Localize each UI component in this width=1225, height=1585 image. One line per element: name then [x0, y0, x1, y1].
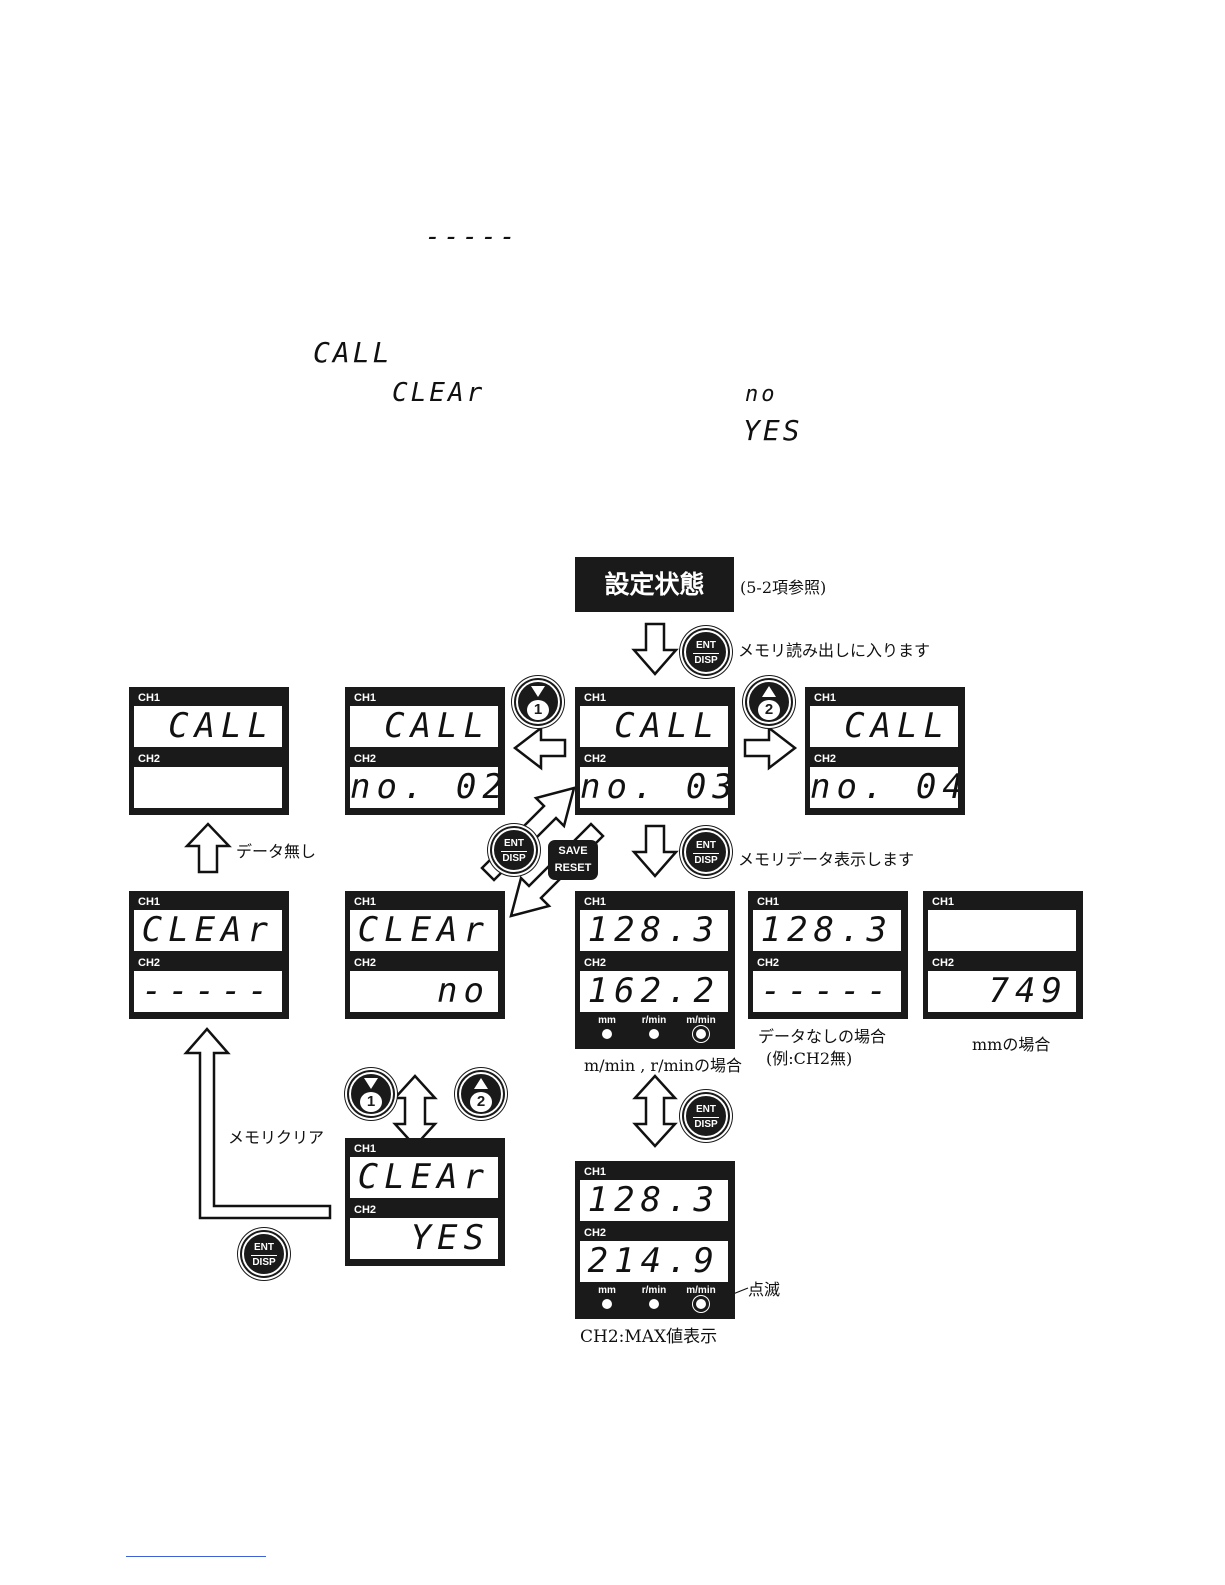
dashes-text: -----	[425, 222, 519, 252]
lcd-data-max: CH1 128.3 CH2 214.9 mm r/min m/min	[575, 1161, 735, 1319]
ch1-display: CALL	[350, 706, 498, 747]
unit-mm-label: mm	[598, 1285, 616, 1296]
lcd-clear-dash: CH1 CLEAr CH2 -----	[129, 891, 289, 1019]
ch1-display: 128.3	[753, 910, 901, 951]
down-1-button[interactable]: 1	[512, 676, 564, 728]
ch2-display: 749	[928, 971, 1076, 1012]
lcd-data-nodata: CH1 128.3 CH2 -----	[748, 891, 908, 1019]
lcd-call-blank: CH1 CALL CH2	[129, 687, 289, 815]
title-note: (5-2項参照)	[740, 578, 827, 597]
ch1-display	[928, 910, 1076, 951]
rmin-led	[649, 1029, 659, 1039]
no-text: no	[745, 382, 778, 407]
ch1-display: CALL	[580, 706, 728, 747]
up-2-button[interactable]: 2	[743, 676, 795, 728]
mmin-led-blinking	[696, 1299, 706, 1309]
note-memory-clear: メモリクリア	[228, 1128, 325, 1147]
mm-led	[602, 1299, 612, 1309]
ch1-display: CLEAr	[350, 910, 498, 951]
memory-clear-arrow-icon	[183, 1027, 332, 1220]
note-blink: 点滅	[748, 1280, 781, 1299]
rmin-led	[649, 1299, 659, 1309]
unit-mmin-label: m/min	[686, 1285, 716, 1296]
ch1-display: CLEAr	[134, 910, 282, 951]
unit-rmin-label: r/min	[641, 1285, 667, 1296]
ch2-display	[134, 767, 282, 808]
lcd-data-mm: CH1 CH2 749	[923, 891, 1083, 1019]
ch1-display: CLEAr	[350, 1157, 498, 1198]
lcd-call-02: CH1 CALL CH2 no. 02	[345, 687, 505, 815]
footer-rule	[126, 1556, 266, 1557]
lcd-clear-no: CH1 CLEAr CH2 no	[345, 891, 505, 1019]
unit-rmin-label: r/min	[641, 1015, 667, 1026]
down-arrow-icon	[631, 622, 679, 676]
ch1-display: CALL	[810, 706, 958, 747]
right-arrow-icon	[743, 725, 798, 771]
call-text: CALL	[313, 336, 393, 369]
ch2-display: no. 04	[810, 767, 958, 808]
left-arrow-icon	[512, 725, 567, 771]
save-label: SAVE	[558, 845, 588, 857]
up-2-button[interactable]: 2	[455, 1068, 507, 1120]
note-example: (例:CH2無)	[766, 1049, 853, 1068]
clear-text: CLEAr	[392, 378, 486, 408]
unit-indicators: mm r/min m/min	[575, 1285, 735, 1315]
save-reset-button[interactable]: SAVE RESET	[548, 840, 598, 880]
double-arrow-icon	[392, 1074, 438, 1148]
double-arrow-icon	[632, 1074, 678, 1148]
note-mm-case: mmの場合	[972, 1035, 1051, 1054]
ch2-display: no	[350, 971, 498, 1012]
down-1-button[interactable]: 1	[345, 1068, 397, 1120]
ch1-display: CALL	[134, 706, 282, 747]
unit-mm-label: mm	[598, 1015, 616, 1026]
note-no-data-case: データなしの場合	[758, 1027, 887, 1046]
mmin-led-blinking	[696, 1029, 706, 1039]
note-enter-memory: メモリ読み出しに入ります	[738, 641, 931, 660]
note-show-data: メモリデータ表示します	[738, 850, 915, 869]
down-arrow-icon	[631, 824, 679, 878]
ch2-display: YES	[350, 1218, 498, 1259]
unit-indicators: mm r/min m/min	[575, 1015, 735, 1045]
lcd-clear-yes: CH1 CLEAr CH2 YES	[345, 1138, 505, 1266]
ch2-display: -----	[753, 971, 901, 1012]
up-arrow-icon	[184, 822, 232, 874]
lcd-call-03: CH1 CALL CH2 no. 03	[575, 687, 735, 815]
lcd-data-main: CH1 128.3 CH2 162.2 mm r/min m/min	[575, 891, 735, 1049]
note-no-data: データ無し	[236, 842, 317, 861]
ch2-display: no. 02	[350, 767, 498, 808]
ch2-display: 162.2	[580, 971, 728, 1012]
reset-label: RESET	[554, 862, 592, 874]
mm-led	[602, 1029, 612, 1039]
ch2-display: 214.9	[580, 1241, 728, 1282]
ch1-display: 128.3	[580, 1180, 728, 1221]
lcd-call-04: CH1 CALL CH2 no. 04	[805, 687, 965, 815]
ch1-display: 128.3	[580, 910, 728, 951]
unit-mmin-label: m/min	[686, 1015, 716, 1026]
note-mmin-case: m/min , r/minの場合	[584, 1056, 743, 1075]
ch2-display: no. 03	[580, 767, 728, 808]
ch2-display: -----	[134, 971, 282, 1012]
setting-state-box: 設定状態	[575, 557, 734, 612]
note-max: CH2:MAX値表示	[580, 1327, 718, 1347]
yes-text: YES	[743, 414, 803, 447]
